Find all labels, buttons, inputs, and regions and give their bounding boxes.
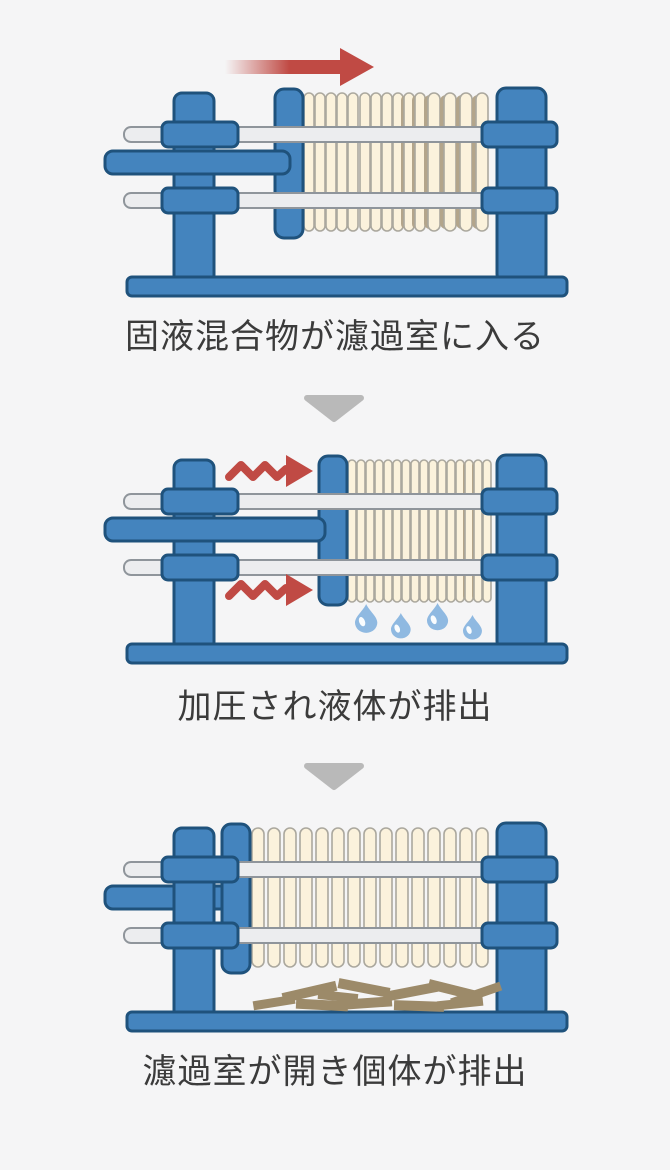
step-1-illustration <box>103 48 569 298</box>
filtrate-drop-icon <box>427 603 449 631</box>
step-caption: 加圧され液体が排出 <box>177 688 493 726</box>
filtrate-drop-icon <box>463 615 482 640</box>
step-caption: 濾過室が開き個体が排出 <box>142 1053 528 1091</box>
pressure-wave-icon-top <box>225 455 313 487</box>
filtrate-drop-icon <box>391 613 411 639</box>
hydraulic-ram <box>103 516 327 543</box>
filter-plate-stack <box>251 827 489 968</box>
pressure-wave-icon-bottom <box>225 574 313 606</box>
hydraulic-ram <box>103 149 292 176</box>
step-2-illustration <box>103 453 569 665</box>
feed-flow-arrow-icon <box>225 48 374 86</box>
cake-pile <box>252 978 503 1012</box>
down-triangle-icon <box>304 395 364 422</box>
movable-head-plate <box>220 822 252 975</box>
step-3-illustration <box>103 821 569 1033</box>
filter-plate-stack <box>303 92 489 232</box>
step-caption: 固液混合物が濾過室に入る <box>125 318 545 356</box>
filter-plate-stack <box>347 459 492 603</box>
filtrate-drop-icon <box>355 604 378 633</box>
filtrate-drops <box>355 603 482 640</box>
down-triangle-icon <box>304 763 364 790</box>
